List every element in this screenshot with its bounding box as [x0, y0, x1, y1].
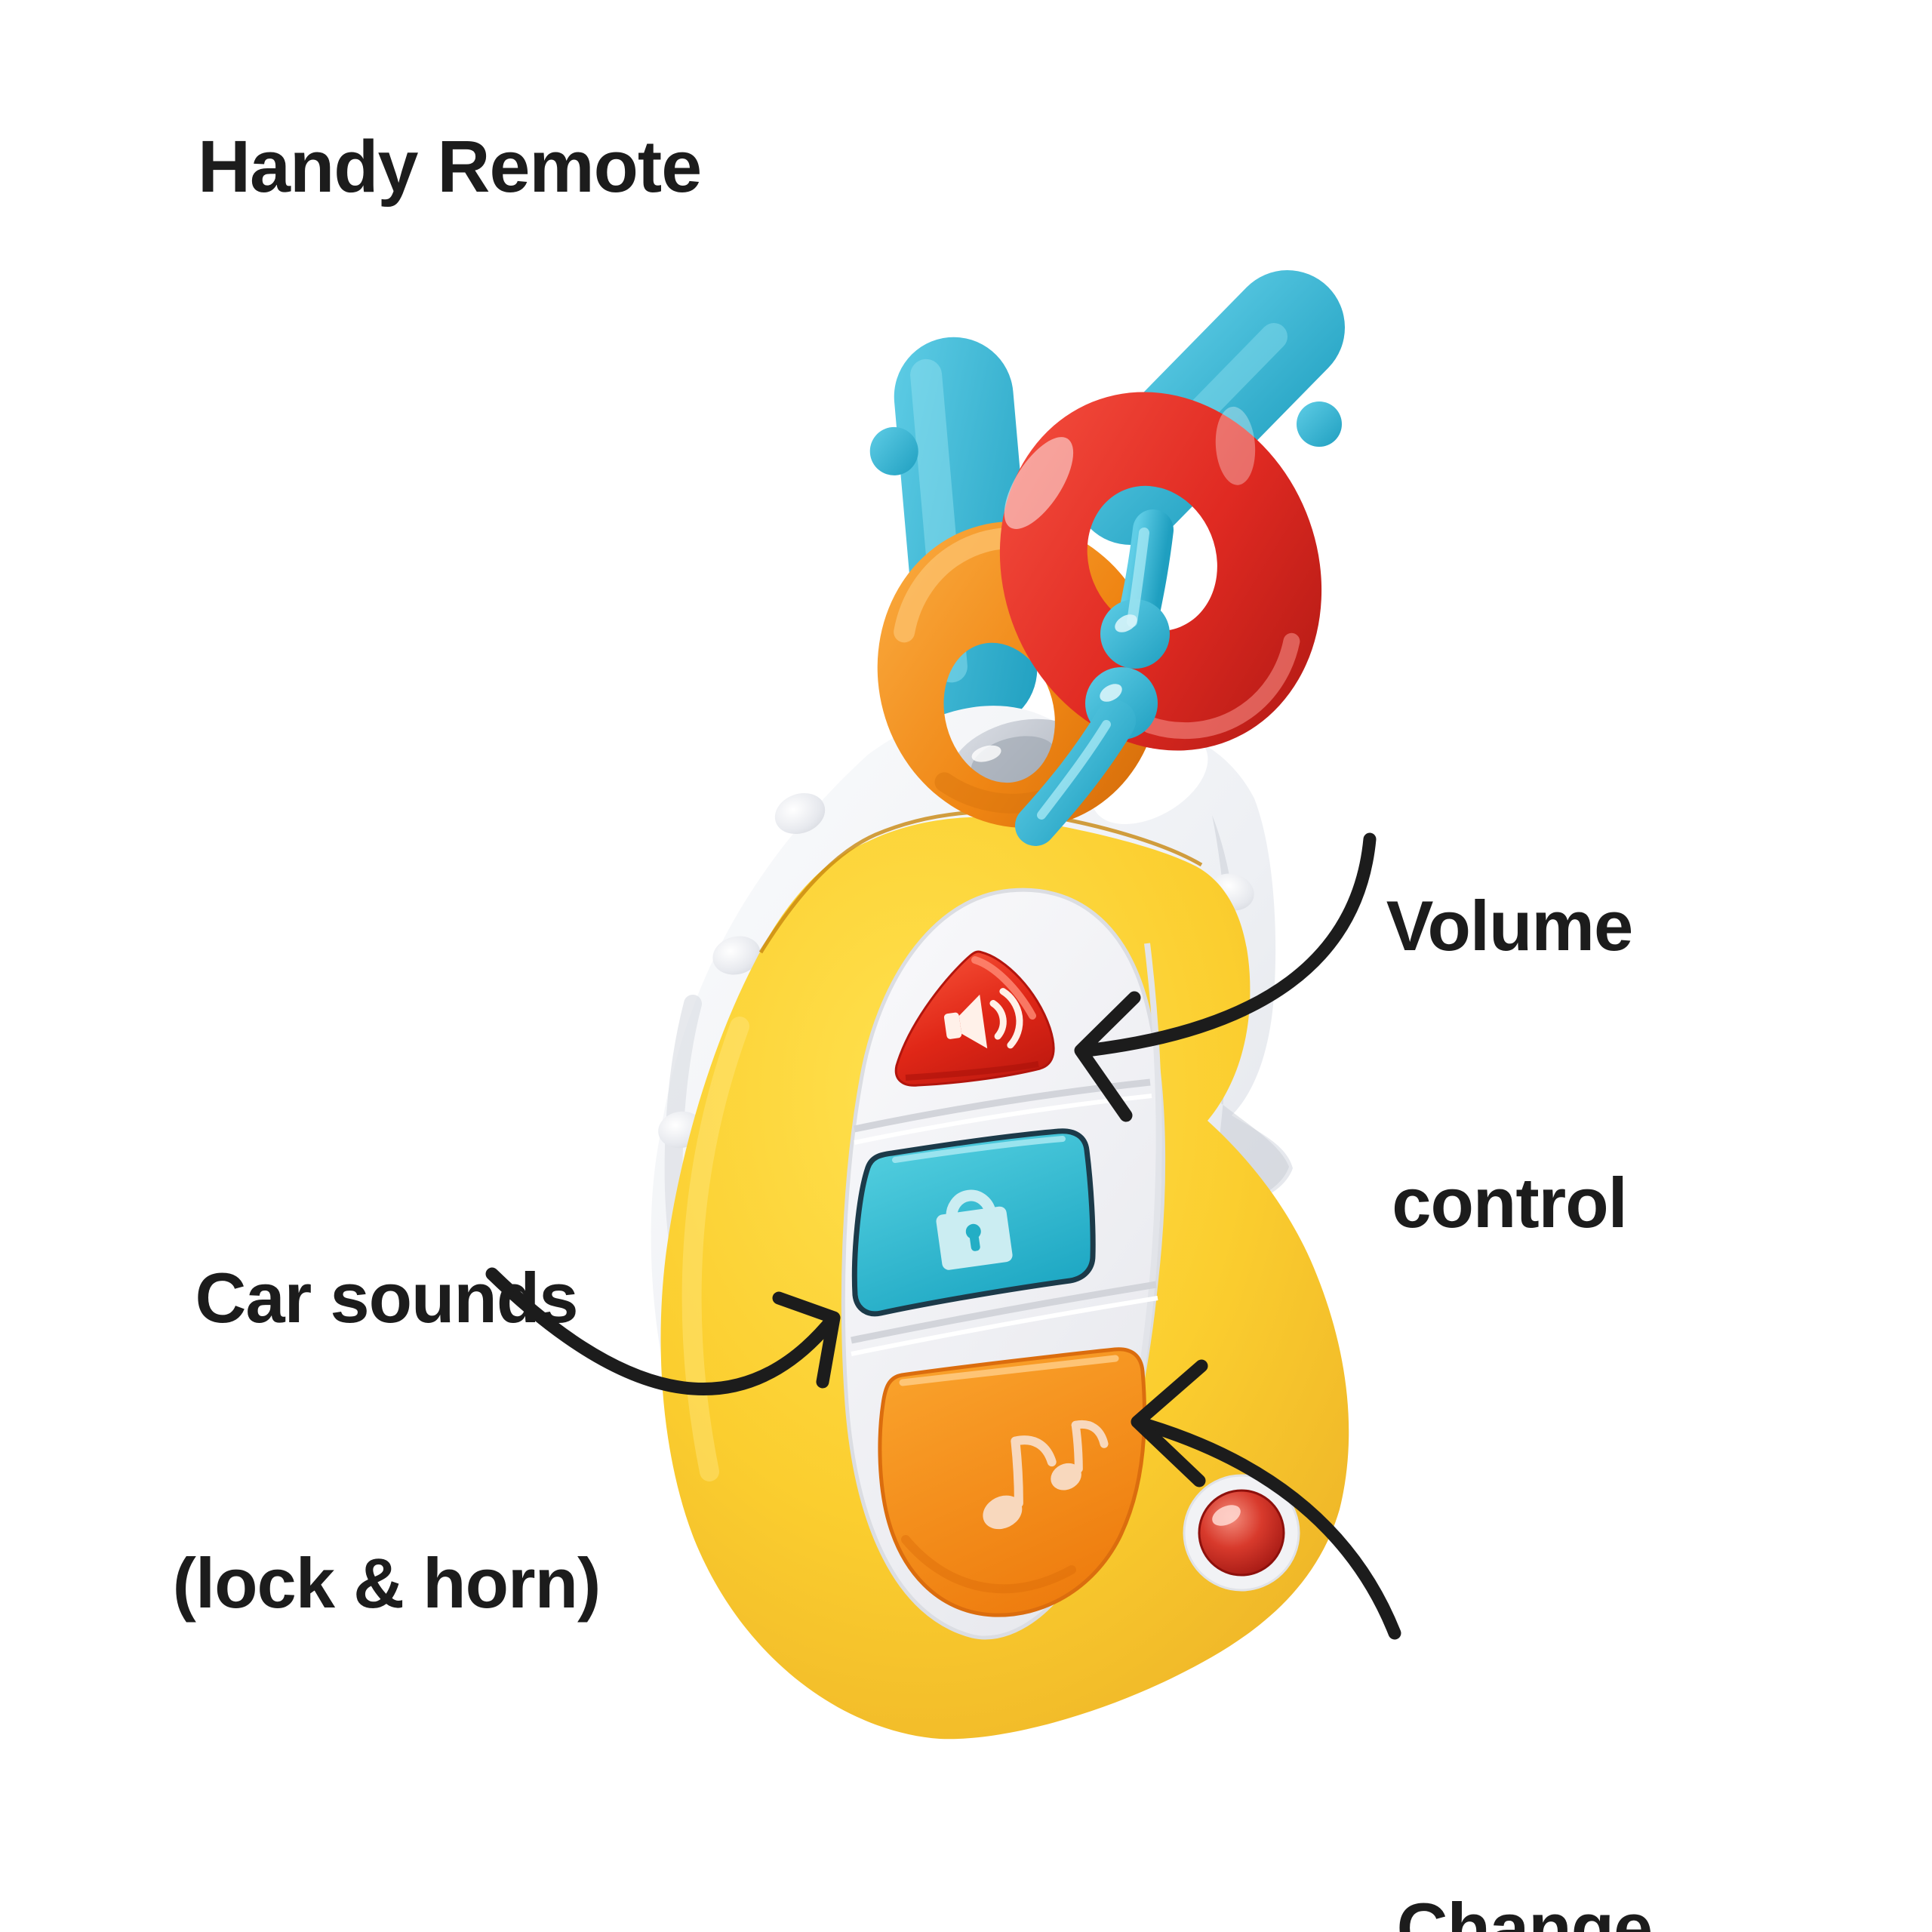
melody-button — [878, 1347, 1146, 1617]
volume-arrow — [1074, 832, 1377, 1122]
speaker-icon — [943, 988, 1023, 1049]
car-sounds-arrow — [485, 1267, 841, 1396]
lock-button — [851, 1128, 1096, 1317]
car-sounds-label: Car sounds (lock & horn) — [85, 1060, 688, 1821]
car-sounds-label-line1: Car sounds — [195, 1257, 578, 1337]
music-notes-icon — [983, 1420, 1109, 1530]
car-sounds-label-line2: (lock & horn) — [172, 1543, 601, 1623]
padlock-icon — [936, 1189, 1013, 1270]
red-ring-icon — [999, 392, 1322, 751]
power-led — [1183, 1474, 1300, 1592]
volume-button — [894, 950, 1055, 1087]
change-melody-arrow — [1131, 1359, 1401, 1640]
volume-control-label-line1: Volume — [1386, 886, 1634, 966]
volume-control-label-line2: control — [1392, 1162, 1628, 1242]
page-title: Handy Remote — [198, 125, 702, 208]
volume-control-label: Volume control — [1245, 696, 1774, 1434]
change-melody-label-line1: Change — [1396, 1888, 1654, 1932]
change-melody-label: Change melody — [1260, 1698, 1789, 1932]
blue-clasp-icon — [1015, 509, 1174, 846]
